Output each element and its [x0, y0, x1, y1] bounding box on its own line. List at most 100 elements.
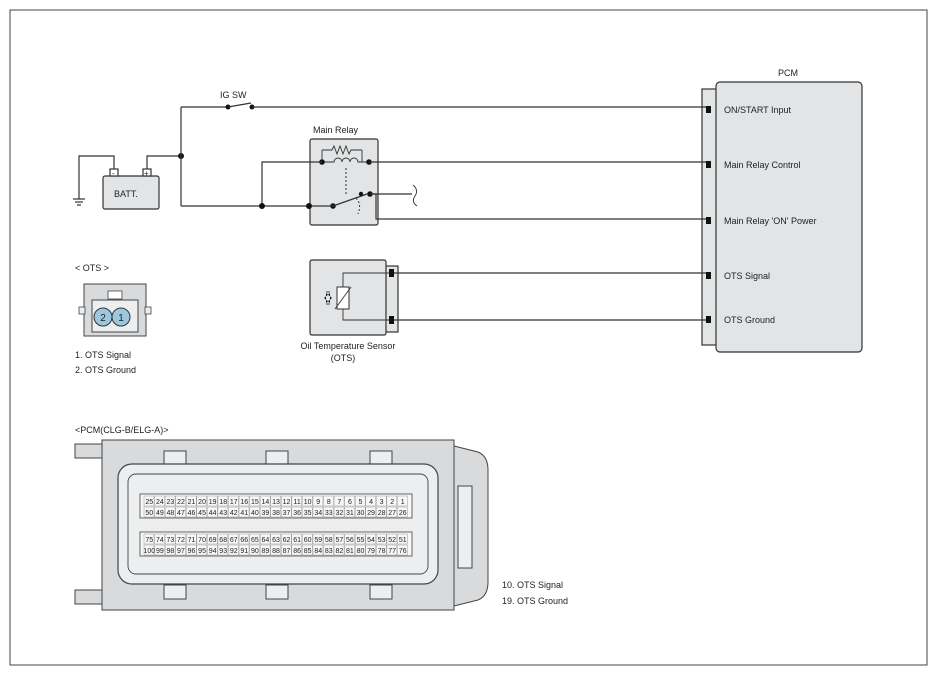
ots-connector-view: < OTS > 2 1 1. OTS Signal 2. OTS Ground	[75, 263, 152, 375]
main-relay-body	[309, 138, 379, 226]
pcm-connector-cavity	[217, 544, 229, 556]
pcm-connector-clip-4	[163, 584, 187, 600]
pcm-connector-cavity	[228, 506, 239, 518]
pcm-connector-cavity	[228, 495, 239, 507]
pcm-connector-cavity	[397, 495, 408, 507]
pcm-connector-pin-number: 40	[251, 510, 259, 517]
pcm-connector-pin-number: 45	[198, 510, 206, 517]
main-relay: Main Relay	[309, 125, 706, 226]
pcm-connector-cavity	[386, 495, 398, 507]
pcm-connector-pin-number: 91	[240, 548, 248, 555]
pcm-connector-cavity	[281, 506, 292, 518]
pcm-connector-cavity	[207, 544, 218, 556]
pcm-connector-pin-number: 27	[388, 510, 396, 517]
pcm-pin-4	[706, 272, 711, 279]
pcm-connector-cavity	[154, 533, 165, 545]
pcm-connector-clip-6	[369, 584, 393, 600]
pcm-connector-pin-number: 12	[283, 499, 291, 506]
pcm-connector-cavity	[175, 544, 186, 556]
pcm-connector-pin-number: 71	[188, 537, 196, 544]
pcm-connector-pin-number: 31	[346, 510, 354, 517]
pcm-connector-pin-number: 68	[219, 537, 227, 544]
pcm-connector-cavity	[259, 544, 271, 556]
pcm-connector-pin-number: 57	[335, 537, 343, 544]
pcm-connector-pin-number: 94	[209, 548, 217, 555]
pcm-pin-label-on-start: ON/START Input	[724, 105, 792, 115]
pcm-connector-pin-number: 2	[390, 499, 394, 506]
pcm-connector-cavity	[228, 533, 239, 545]
pcm-connector-pin-number: 55	[357, 537, 365, 544]
oil-temperature-sensor: Oil Temperature Sensor (OTS)	[301, 259, 399, 363]
pcm-connector-cavity	[270, 544, 281, 556]
pcm-connector-pin-number: 85	[304, 548, 312, 555]
pcm-connector-cavity	[376, 506, 387, 518]
pcm-connector-cavity	[175, 495, 186, 507]
pcm-connector-pin-number: 15	[251, 499, 259, 506]
diagram-frame	[9, 9, 928, 666]
pcm-connector-cavity	[238, 533, 250, 545]
relay-output-wire	[370, 193, 706, 220]
pcm-connector-cavity	[207, 506, 218, 518]
pcm-connector-pin-number: 60	[304, 537, 312, 544]
ig-sw-label: IG SW	[220, 90, 247, 100]
pcm-connector-pin-number: 38	[272, 510, 280, 517]
pcm-connector-cavity	[249, 506, 260, 518]
battery	[102, 175, 160, 210]
pcm-connector-pin-number: 52	[388, 537, 396, 544]
pcm-connector-pin-number: 62	[283, 537, 291, 544]
relay-return-spring	[355, 197, 361, 215]
pcm-connector-pin-number: 63	[272, 537, 280, 544]
pcm-connector-cavity	[270, 495, 281, 507]
pcm-connector-pin-number: 34	[314, 510, 322, 517]
pcm-connector-cavity	[143, 544, 155, 556]
pcm-connector-cavity	[365, 533, 376, 545]
pcm-connector-cavity	[302, 544, 313, 556]
pcm-connector-cavity	[365, 495, 376, 507]
ots-connector-tab-right	[144, 306, 152, 315]
pcm-pin-2	[706, 161, 711, 168]
pcm-connector-pin-number: 30	[357, 510, 365, 517]
pcm-connector-cavity	[143, 533, 155, 545]
pcm-connector-cavity	[365, 544, 376, 556]
pcm-connector-cavity	[333, 506, 345, 518]
pcm-connector-pin-number: 3	[380, 499, 384, 506]
pcm-title: PCM	[778, 68, 798, 78]
pcm-connector-cavity	[238, 544, 250, 556]
pcm-connector-pin-number: 72	[177, 537, 185, 544]
pcm-connector-cavity	[196, 506, 207, 518]
pcm-connector-pin-number: 5	[359, 499, 363, 506]
pcm-connector-pin-number: 69	[209, 537, 217, 544]
pcm-connector-cavity	[207, 533, 218, 545]
relay-resistor	[322, 144, 362, 156]
ots-legend-1: 1. OTS Signal	[75, 350, 131, 360]
pcm-connector-cavity	[312, 506, 324, 518]
pcm-connector-cavity	[164, 544, 176, 556]
ots-connector-tab-left	[78, 306, 86, 315]
pcm-connector-pin-number: 36	[293, 510, 301, 517]
battery-circuit: BATT. - + IG SW	[73, 90, 706, 210]
pcm-connector-pin-number: 6	[348, 499, 352, 506]
pcm-connector-cavity	[291, 544, 302, 556]
pcm-body	[715, 81, 863, 353]
thermistor-lead-bottom	[342, 309, 389, 321]
pcm-connector-cavity	[323, 506, 334, 518]
ots-connector-title: < OTS >	[75, 263, 109, 273]
pcm-connector-cavity	[186, 533, 197, 545]
pcm-connector-pin-number: 17	[230, 499, 238, 506]
battery-plus-wire	[146, 155, 181, 169]
pcm-connector-pin-number: 29	[367, 510, 375, 517]
pcm-connector-cavity	[259, 533, 271, 545]
pcm-connector-pin-number: 32	[335, 510, 343, 517]
pcm-connector-cavity	[259, 506, 271, 518]
pcm-connector-pin-number: 11	[293, 499, 300, 506]
pcm-connector-cavity	[291, 495, 302, 507]
pcm-connector-pin-number: 80	[357, 548, 365, 555]
ots-connector-pin-1	[111, 307, 131, 327]
pcm-connector-pin-number: 73	[167, 537, 175, 544]
pcm-module: PCM ON/START Input Main Relay Control Ma…	[701, 68, 863, 353]
pcm-connector-cavity	[323, 544, 334, 556]
relay-switch-contact-2	[358, 191, 364, 197]
pcm-connector-cavity	[196, 495, 207, 507]
pcm-connector-pin-number: 23	[167, 499, 175, 506]
pcm-connector-pin-number: 35	[304, 510, 312, 517]
